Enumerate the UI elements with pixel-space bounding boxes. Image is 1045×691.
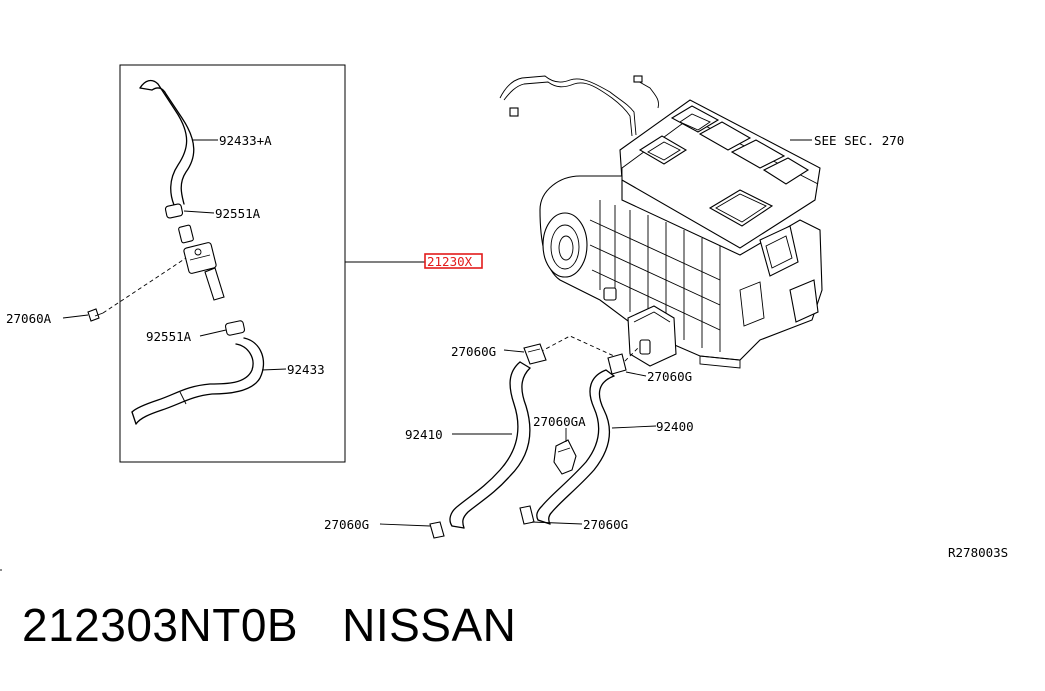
hose-92410-drawing: [449, 361, 531, 529]
dash-clip-b: [619, 345, 641, 367]
inset-frame: [119, 64, 346, 463]
label-clip-b: 27060G: [647, 369, 692, 384]
hose-92433-drawing: [131, 337, 265, 425]
label-clamp-upper: 92551A: [215, 206, 261, 221]
label-main-part[interactable]: 21230X: [427, 254, 473, 269]
dash-clip-a: [539, 335, 615, 357]
leader-bolt: [62, 314, 89, 319]
label-hose-upper: 92433+A: [219, 133, 272, 148]
hvac-unit-drawing: [499, 75, 823, 369]
hose-92433a-drawing: [139, 79, 195, 206]
clip-a-drawing: [523, 343, 547, 365]
leader-clamp-upper: [183, 210, 215, 214]
leader-clip-b: [625, 371, 647, 377]
clip-b-drawing: [607, 353, 627, 375]
clamp-lower-drawing: [224, 320, 246, 336]
bolt-27060a-drawing: [87, 308, 104, 322]
label-hose-92410: 92410: [405, 427, 443, 442]
label-see-sec: SEE SEC. 270: [814, 133, 904, 148]
clamp-upper-drawing: [164, 203, 184, 219]
label-ref-code: R278003S: [948, 545, 1008, 560]
label-clip-a: 27060G: [451, 344, 496, 359]
valve-drawing: [178, 224, 225, 301]
label-clip-c: 27060G: [324, 517, 369, 532]
label-hose-lower: 92433: [287, 362, 325, 377]
clip-ga-drawing: [553, 439, 577, 475]
leader-clip-a: [503, 349, 525, 353]
leader-92400: [611, 425, 657, 429]
label-clip-ga: 27060GA: [533, 414, 586, 429]
clip-c-drawing: [429, 521, 445, 539]
dash-bolt: [102, 257, 187, 314]
caption-brand: NISSAN: [342, 599, 517, 651]
label-clip-d: 27060G: [583, 517, 628, 532]
clip-d-drawing: [519, 505, 535, 525]
label-bolt-27060a: 27060A: [6, 311, 52, 326]
leader-clip-d: [531, 521, 583, 525]
hose-92400-drawing: [536, 369, 615, 525]
leader-clip-c: [379, 523, 431, 527]
main-part-highlight-box: [424, 253, 483, 269]
label-hose-92400: 92400: [656, 419, 694, 434]
leader-clamp-lower: [199, 329, 227, 337]
caption: 212303NT0B NISSAN: [22, 598, 516, 652]
caption-part-number: 212303NT0B: [22, 599, 299, 651]
leader-hose-lower: [261, 368, 287, 371]
label-clamp-lower: 92551A: [146, 329, 192, 344]
